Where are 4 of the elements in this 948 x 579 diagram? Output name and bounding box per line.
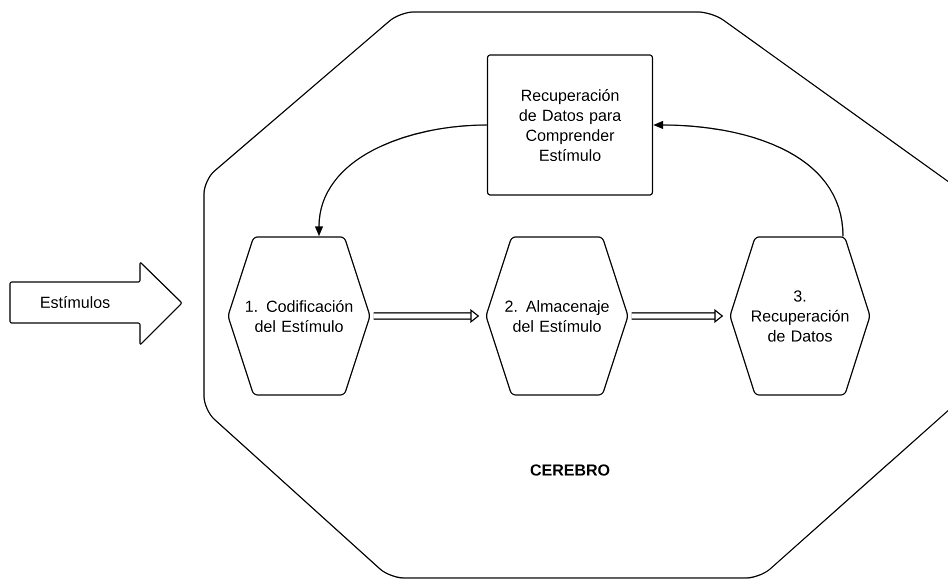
hexagon: 1. Codificación del Estímulo bbox=[228, 236, 370, 396]
hexagon: 3. Recuperación de Datos bbox=[730, 236, 870, 396]
process-box: Recuperación de Datos para Comprender Estímulo bbox=[486, 54, 654, 196]
hexagon: 2. Almacenaje del Estímulo bbox=[486, 236, 628, 396]
